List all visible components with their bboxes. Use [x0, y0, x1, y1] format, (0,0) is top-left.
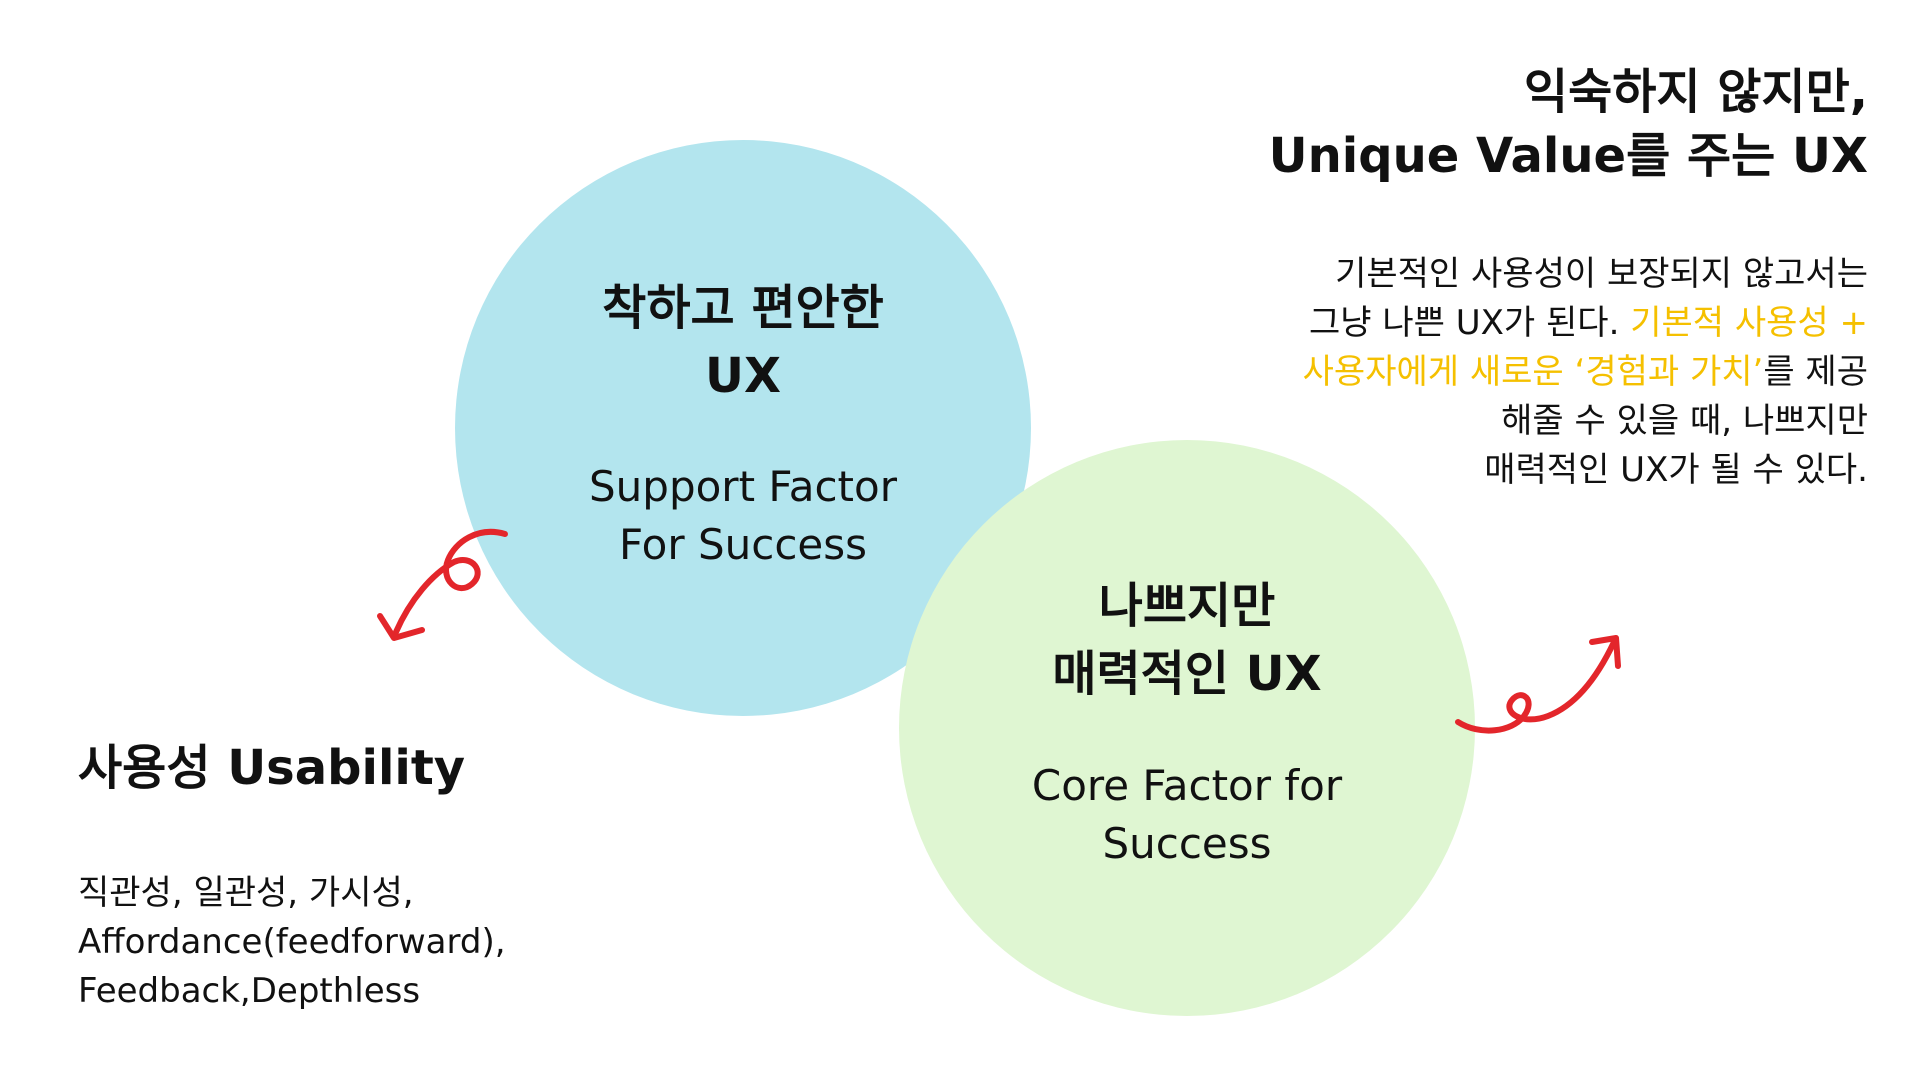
usability-line3: Feedback,Depthless	[78, 971, 421, 1011]
support-circle-subtitle: Support Factor For Success	[455, 458, 1031, 574]
core-circle-title: 나쁘지만 매력적인 UX	[899, 572, 1475, 708]
unique-line3: 사용자에게 새로운 ‘경험과 가치’를 제공	[1303, 348, 1868, 397]
core-sub-line1: Core Factor for	[1031, 761, 1343, 810]
right-curly-arrow-icon	[1455, 635, 1621, 734]
unique-line2: 그냥 나쁜 UX가 된다. 기본적 사용성 +	[1303, 299, 1868, 348]
support-sub-line1: Support Factor	[589, 462, 897, 511]
unique-value-heading: 익숙하지 않지만, Unique Value를 주는 UX	[1269, 60, 1868, 188]
usability-description: 직관성, 일관성, 가시성, Affordance(feedforward), …	[78, 869, 506, 1016]
core-circle-subtitle: Core Factor for Success	[899, 757, 1475, 873]
support-title-line1: 착하고 편안한	[602, 280, 884, 336]
support-circle-title: 착하고 편안한 UX	[455, 274, 1031, 410]
unique-heading-line1: 익숙하지 않지만,	[1523, 64, 1868, 120]
core-title-line2: 매력적인 UX	[1052, 646, 1322, 702]
unique-line2-highlight: 기본적 사용성 +	[1630, 303, 1868, 343]
unique-value-description: 기본적인 사용성이 보장되지 않고서는 그냥 나쁜 UX가 된다. 기본적 사용…	[1303, 250, 1868, 495]
unique-heading-line2: Unique Value를 주는 UX	[1268, 128, 1868, 184]
unique-line4: 해줄 수 있을 때, 나쁘지만	[1501, 401, 1868, 441]
core-title-line1: 나쁘지만	[1098, 578, 1276, 634]
unique-line5: 매력적인 UX가 될 수 있다.	[1484, 450, 1868, 490]
support-title-line2: UX	[705, 348, 781, 404]
usability-line2: Affordance(feedforward),	[78, 922, 506, 962]
unique-line2-text: 그냥 나쁜 UX가 된다.	[1309, 303, 1631, 343]
core-factor-circle	[899, 440, 1475, 1016]
unique-line3-highlight: 사용자에게 새로운 ‘경험과 가치’	[1302, 352, 1764, 392]
core-sub-line2: Success	[1102, 819, 1272, 868]
usability-line1: 직관성, 일관성, 가시성,	[78, 873, 414, 913]
usability-heading: 사용성 Usability	[78, 740, 466, 796]
unique-line1: 기본적인 사용성이 보장되지 않고서는	[1335, 254, 1868, 294]
unique-line3-text: 를 제공	[1763, 352, 1868, 392]
left-curly-arrow-icon	[377, 528, 508, 641]
support-sub-line2: For Success	[618, 520, 868, 569]
